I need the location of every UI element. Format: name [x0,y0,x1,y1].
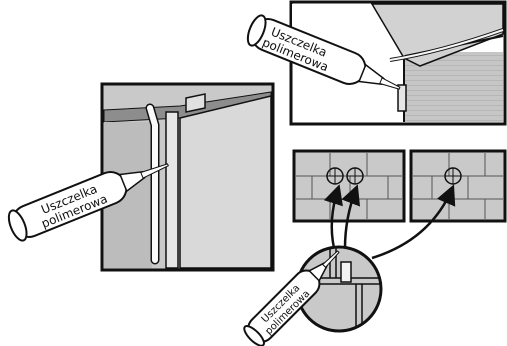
left-panel: Uszczelka polimerowa [7,82,275,272]
target-circle-icon [326,167,344,185]
target-circle-icon [444,167,462,185]
arrow-icon [341,184,361,249]
arrow-icon [371,184,456,260]
top-right-panel: Uszczelka polimerowa [246,0,507,126]
arrow-icon [323,184,343,249]
brick-panel-b [409,149,507,223]
target-circle-icon [346,167,364,185]
